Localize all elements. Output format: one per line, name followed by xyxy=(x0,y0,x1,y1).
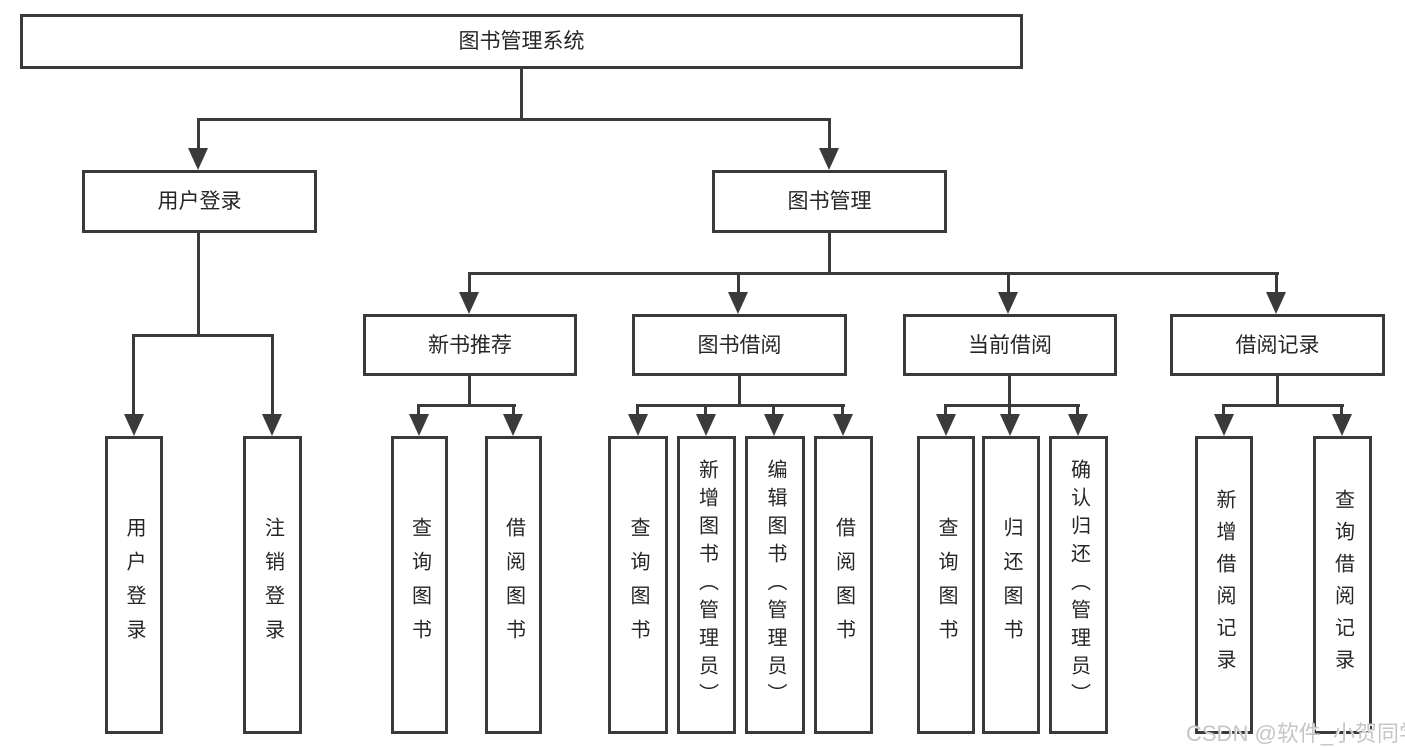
connector-vline xyxy=(1275,272,1278,296)
arrow-down-icon xyxy=(1000,414,1020,436)
leaf-edit-book-admin: 编辑图书（管理员） xyxy=(745,436,805,734)
leaf-label: 查询图书 xyxy=(408,517,431,653)
node-label: 当前借阅 xyxy=(968,333,1052,357)
node-book-management: 图书管理 xyxy=(712,170,947,233)
leaf-borrow-books: 借阅图书 xyxy=(814,436,873,734)
connector-hline xyxy=(1222,404,1344,407)
connector-vline xyxy=(197,233,200,336)
leaf-borrow-books-recommend: 借阅图书 xyxy=(485,436,542,734)
leaf-confirm-return-admin: 确认归还（管理员） xyxy=(1049,436,1108,734)
connector-vline xyxy=(197,118,200,151)
leaf-logout-login: 注销登录 xyxy=(243,436,302,734)
arrow-down-icon xyxy=(188,148,208,170)
connector-vline xyxy=(1076,404,1079,416)
leaf-label: 编辑图书（管理员） xyxy=(764,459,786,711)
arrow-down-icon xyxy=(503,414,523,436)
node-label: 新书推荐 xyxy=(428,333,512,357)
leaf-query-books-recommend: 查询图书 xyxy=(391,436,448,734)
arrow-down-icon xyxy=(628,414,648,436)
node-borrowing-records: 借阅记录 xyxy=(1170,314,1385,376)
connector-vline xyxy=(1007,272,1010,296)
connector-vline xyxy=(1008,404,1011,416)
arrow-down-icon xyxy=(696,414,716,436)
node-current-borrowing: 当前借阅 xyxy=(903,314,1117,376)
watermark: CSDN @软件_小贺同学 xyxy=(1186,721,1405,746)
connector-vline xyxy=(772,404,775,416)
arrow-down-icon xyxy=(1068,414,1088,436)
leaf-query-books-current: 查询图书 xyxy=(917,436,975,734)
connector-vline xyxy=(417,404,420,416)
arrow-down-icon xyxy=(1214,414,1234,436)
connector-vline xyxy=(520,69,523,118)
leaf-user-login: 用户登录 xyxy=(105,436,163,734)
connector-vline xyxy=(468,376,471,406)
connector-vline xyxy=(468,272,471,296)
connector-hline xyxy=(468,272,1279,275)
connector-hline xyxy=(417,404,516,407)
node-label: 借阅记录 xyxy=(1235,333,1320,357)
node-label: 图书借阅 xyxy=(697,333,782,357)
arrow-down-icon xyxy=(409,414,429,436)
arrow-down-icon xyxy=(764,414,784,436)
leaf-label: 新增图书（管理员） xyxy=(695,459,718,711)
leaf-label: 用户登录 xyxy=(123,517,145,653)
connector-vline xyxy=(737,272,740,296)
node-root: 图书管理系统 xyxy=(20,14,1023,69)
node-user-login: 用户登录 xyxy=(82,170,317,233)
node-book-borrowing: 图书借阅 xyxy=(632,314,847,376)
leaf-label: 借阅图书 xyxy=(832,517,855,653)
connector-hline xyxy=(944,404,1080,407)
arrow-down-icon xyxy=(459,292,479,314)
leaf-label: 查询借阅记录 xyxy=(1331,489,1354,681)
connector-vline xyxy=(841,404,844,416)
leaf-query-borrow-record: 查询借阅记录 xyxy=(1313,436,1372,734)
arrow-down-icon xyxy=(728,292,748,314)
arrow-down-icon xyxy=(936,414,956,436)
arrow-down-icon xyxy=(833,414,853,436)
connector-vline xyxy=(271,334,274,416)
arrow-down-icon xyxy=(1266,292,1286,314)
node-label: 图书管理 xyxy=(787,190,872,213)
connector-hline xyxy=(132,334,274,337)
leaf-label: 查询图书 xyxy=(627,517,649,653)
leaf-label: 借阅图书 xyxy=(502,517,525,653)
leaf-add-book-admin: 新增图书（管理员） xyxy=(677,436,736,734)
node-label: 图书管理系统 xyxy=(458,30,585,53)
connector-vline xyxy=(1276,376,1279,406)
connector-vline xyxy=(704,404,707,416)
connector-vline xyxy=(1222,404,1225,416)
connector-vline xyxy=(636,404,639,416)
connector-vline xyxy=(828,118,831,151)
connector-vline xyxy=(944,404,947,416)
leaf-query-books-borrowing: 查询图书 xyxy=(608,436,668,734)
connector-vline xyxy=(512,404,515,416)
leaf-label: 归还图书 xyxy=(1000,517,1022,653)
connector-vline xyxy=(1008,376,1011,406)
node-label: 用户登录 xyxy=(157,190,242,213)
node-new-book-recommendation: 新书推荐 xyxy=(363,314,577,376)
leaf-add-borrow-record: 新增借阅记录 xyxy=(1195,436,1253,734)
arrow-down-icon xyxy=(262,414,282,436)
arrow-down-icon xyxy=(124,414,144,436)
connector-vline xyxy=(828,233,831,274)
connector-hline xyxy=(197,118,831,121)
connector-vline xyxy=(738,376,741,406)
leaf-label: 注销登录 xyxy=(261,517,284,653)
connector-vline xyxy=(132,334,135,416)
arrow-down-icon xyxy=(1332,414,1352,436)
connector-vline xyxy=(1340,404,1343,416)
arrow-down-icon xyxy=(819,148,839,170)
leaf-return-books: 归还图书 xyxy=(982,436,1040,734)
leaf-label: 新增借阅记录 xyxy=(1213,489,1235,681)
connector-hline xyxy=(636,404,845,407)
leaf-label: 确认归还（管理员） xyxy=(1067,459,1090,711)
leaf-label: 查询图书 xyxy=(935,517,957,653)
arrow-down-icon xyxy=(998,292,1018,314)
